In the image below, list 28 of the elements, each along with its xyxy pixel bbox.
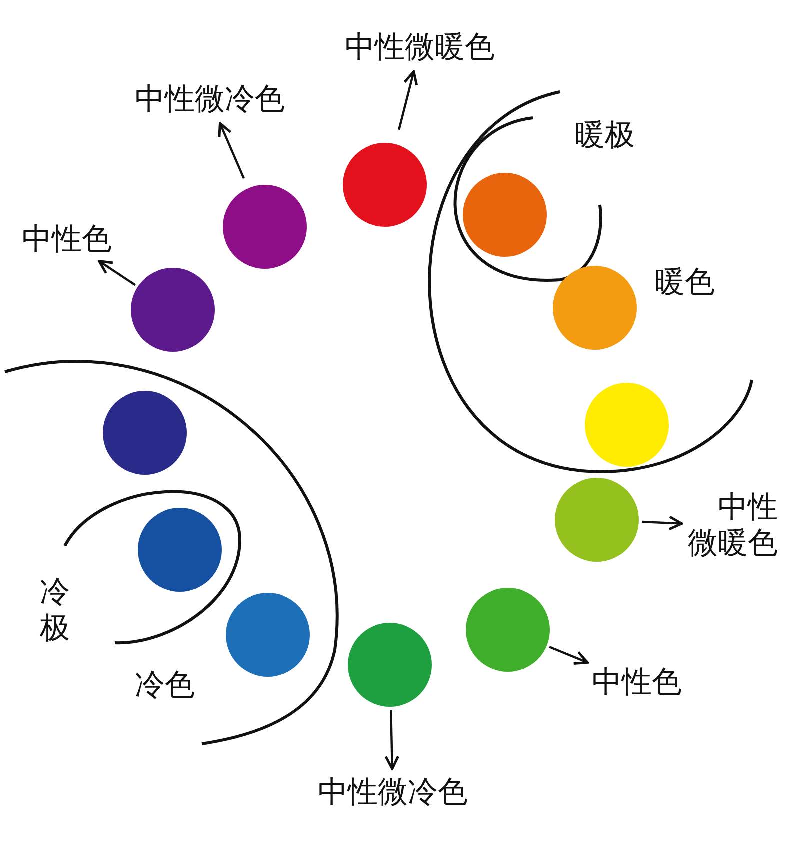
region-label: 冷极 (40, 575, 70, 647)
color-dot (553, 266, 637, 350)
color-dot (555, 478, 639, 562)
color-dot (131, 268, 215, 352)
note-text: 中性色 (592, 665, 682, 701)
arrow (549, 646, 589, 665)
region-label: 冷色 (135, 668, 195, 704)
color-dot (585, 383, 669, 467)
note-text: 中性微暖色 (688, 490, 778, 562)
note-text: 中性微冷色 (318, 775, 468, 811)
arrow (398, 70, 418, 130)
color-dot (463, 173, 547, 257)
color-dot (466, 588, 550, 672)
arrow (218, 122, 246, 180)
color-dot (103, 391, 187, 475)
color-dot (138, 508, 222, 592)
region-label: 暖色 (655, 265, 715, 301)
region-label: 暖极 (575, 118, 635, 154)
color-dot (226, 593, 310, 677)
note-text: 中性微冷色 (135, 82, 285, 118)
arrow (98, 260, 136, 286)
color-dot (343, 143, 427, 227)
arrow (642, 516, 684, 531)
color-dot (348, 623, 432, 707)
arrow (384, 710, 400, 770)
color-dot (223, 185, 307, 269)
note-text: 中性色 (22, 222, 112, 258)
note-text: 中性微暖色 (345, 30, 495, 66)
